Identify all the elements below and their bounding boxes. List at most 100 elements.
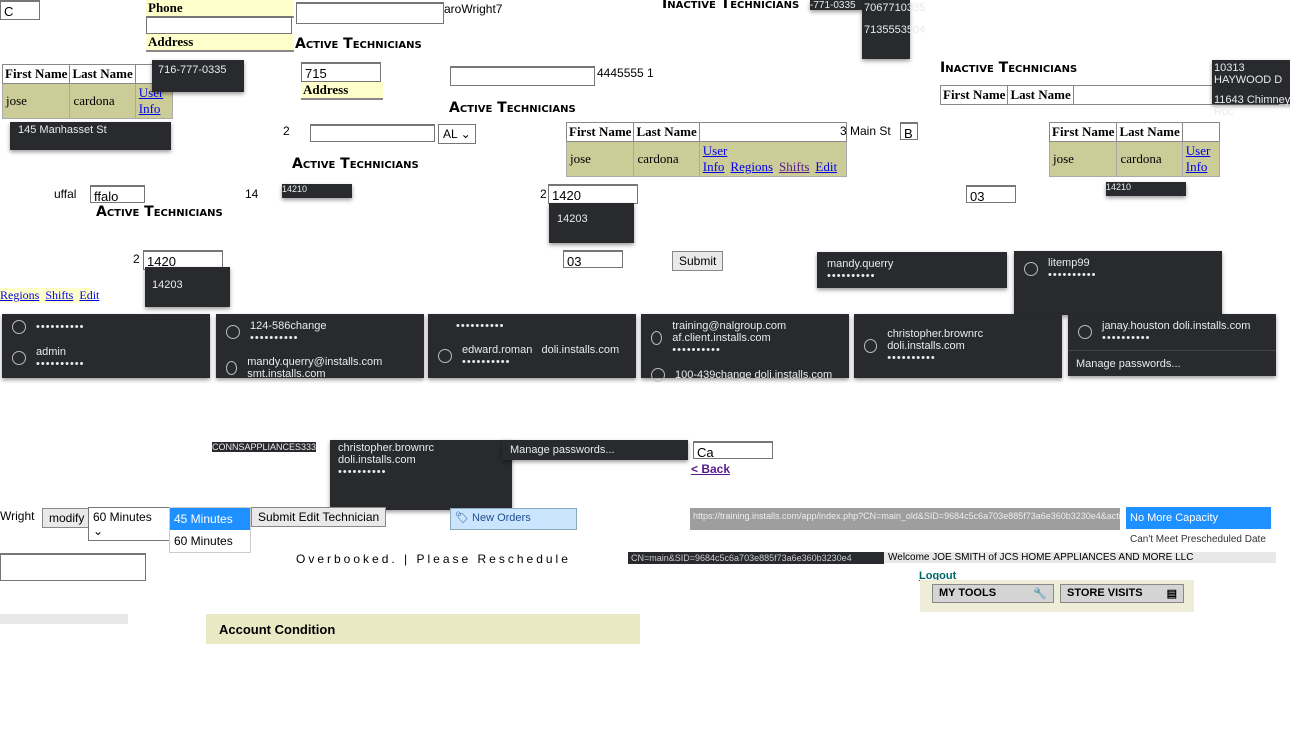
tag-icon: 🏷	[455, 512, 469, 524]
phone-input[interactable]	[146, 16, 292, 34]
zip-input[interactable]	[450, 66, 595, 86]
password-popup[interactable]: litemp99••••••••••	[1014, 251, 1222, 315]
address-suggestion[interactable]: 10313 HAYWOOD D	[1214, 62, 1283, 86]
username: christopher.brownrc	[338, 442, 434, 454]
password-entry[interactable]: janay.houston doli.installs.com•••••••••…	[1068, 314, 1276, 350]
autofill-address-list[interactable]: 10313 HAYWOOD D 11643 Chimney Roc	[1212, 60, 1290, 118]
edit-link[interactable]: Edit	[79, 288, 100, 302]
submit-button[interactable]: Submit	[672, 251, 724, 271]
shifts-link[interactable]: Shifts	[45, 288, 74, 302]
globe-icon	[226, 325, 240, 339]
password-popup[interactable]: janay.houston doli.installs.com•••••••••…	[1068, 314, 1276, 376]
password-popup[interactable]: •••••••••• edward.roman doli.installs.co…	[428, 314, 636, 378]
password-popup[interactable]: christopher.brownrc doli.installs.com•••…	[330, 440, 512, 510]
reason-option[interactable]: No More Capacity	[1126, 507, 1271, 529]
site: doli.installs.com	[754, 369, 833, 381]
password-popup[interactable]: •••••••••• admin••••••••••	[2, 314, 210, 378]
phone-suggestion[interactable]: 7067710335	[864, 2, 926, 14]
logout-link[interactable]: Logout	[919, 570, 957, 582]
user-info-link[interactable]: User Info	[702, 143, 728, 174]
text-input[interactable]: Ca	[693, 441, 773, 460]
password-entry[interactable]: ••••••••••	[2, 314, 210, 340]
password-entry[interactable]: 124-586change••••••••••	[216, 314, 424, 350]
reason-option[interactable]: Can't Meet Prescheduled Date	[1130, 534, 1266, 545]
password-entry[interactable]: christopher.brownrc doli.installs.com•••…	[854, 314, 1062, 370]
password-popup[interactable]: training@nalgroup.com af.client.installs…	[641, 314, 849, 382]
zip-input[interactable]: 1420	[548, 184, 638, 204]
duration-option[interactable]: 60 Minutes	[174, 534, 233, 548]
duration-option[interactable]: 45 Minutes	[170, 508, 250, 530]
text-input[interactable]: 03	[966, 185, 1016, 204]
back-link[interactable]: < Back	[691, 462, 731, 476]
password-popup[interactable]: christopher.brownrc doli.installs.com•••…	[854, 314, 1062, 378]
col-first-name: First Name	[1048, 122, 1118, 142]
username: training@nalgroup.com	[672, 320, 787, 332]
username: mandy.querry	[827, 258, 894, 270]
first-name-cell: jose	[1048, 141, 1118, 177]
new-orders-tab[interactable]: 🏷 New Orders	[450, 508, 577, 530]
duration-dropdown[interactable]: 45 Minutes 60 Minutes	[169, 507, 251, 553]
ghost-text: 2	[540, 187, 547, 201]
account-condition-title: Account Condition	[219, 622, 336, 637]
name-input[interactable]	[296, 2, 444, 24]
overbooked-text: Overbooked. | Please Reschedule	[296, 552, 571, 566]
zip-suggestion[interactable]: 14210	[282, 184, 352, 198]
reason-dropdown[interactable]: No More Capacity Can't Meet Prescheduled…	[1126, 507, 1271, 550]
zip-suggestion[interactable]: 14210	[1106, 182, 1186, 196]
password-entry[interactable]: training@nalgroup.com af.client.installs…	[641, 314, 849, 362]
my-tools-button[interactable]: MY TOOLS🔧	[932, 584, 1054, 603]
manage-passwords-link[interactable]: Manage passwords...	[1068, 350, 1276, 377]
password-mask: ••••••••••	[887, 352, 936, 364]
password-entry[interactable]: edward.roman doli.installs.com••••••••••	[428, 338, 636, 374]
modify-button[interactable]: modify	[42, 508, 92, 528]
password-entry[interactable]: litemp99••••••••••	[1014, 251, 1222, 287]
text-input[interactable]: 03	[563, 250, 623, 269]
autofill-phone-list[interactable]: 7067710335 7135553504	[862, 0, 926, 59]
password-mask: ••••••••••	[250, 332, 299, 344]
account-condition-header	[206, 614, 640, 644]
password-entry[interactable]: ••••••••••	[428, 314, 636, 338]
phone-input[interactable]: 715	[301, 62, 381, 82]
address-suggestion[interactable]: 11643 Chimney Roc	[1214, 94, 1290, 118]
globe-icon	[12, 351, 26, 365]
edit-link[interactable]: Edit	[815, 159, 838, 174]
ghost-text: 2	[283, 124, 290, 138]
password-popup[interactable]: mandy.querry••••••••••	[817, 252, 1007, 288]
col-first-name: First Name	[1, 64, 71, 84]
password-entry[interactable]: mandy.querry••••••••••	[817, 252, 1007, 288]
globe-icon	[1078, 325, 1092, 339]
street-input[interactable]: B	[900, 122, 918, 141]
password-entry[interactable]: admin••••••••••	[2, 340, 210, 376]
store-visits-button[interactable]: STORE VISITS▤	[1060, 584, 1184, 603]
autofill-address[interactable]: 145 Manhasset St	[10, 122, 171, 150]
username: admin	[36, 346, 66, 358]
password-entry[interactable]: 100-439change doli.installs.com	[641, 362, 849, 388]
city-input[interactable]	[310, 124, 435, 142]
zip-suggestion[interactable]: 14203	[549, 203, 634, 243]
autofill-phone[interactable]: 716-777-0335	[152, 60, 244, 92]
city-input[interactable]: ffalo	[90, 185, 145, 204]
submit-edit-technician-button[interactable]: Submit Edit Technician	[251, 507, 387, 527]
password-popup[interactable]: 124-586change•••••••••• mandy.querry@ins…	[216, 314, 424, 380]
wrench-icon: 🔧	[1033, 588, 1047, 600]
phone-suggestion[interactable]: 7135553504	[864, 24, 926, 36]
user-info-link[interactable]: User Info	[1185, 143, 1211, 174]
regions-link[interactable]: Regions	[730, 159, 774, 174]
phone-suggestion[interactable]: -771-0335	[810, 0, 862, 11]
zip-suggestion[interactable]: 14203	[145, 267, 230, 307]
street-ghost: 3 Main St	[840, 124, 891, 138]
duration-select[interactable]: 60 Minutes ⌄	[88, 507, 170, 541]
shifts-link[interactable]: Shifts	[779, 159, 810, 174]
password-entry[interactable]: mandy.querry@installs.com smt.installs.c…	[216, 350, 424, 386]
password-mask: ••••••••••	[36, 358, 85, 370]
password-mask: ••••••••••	[1048, 269, 1097, 281]
regions-link[interactable]: Regions	[0, 288, 40, 302]
state-select[interactable]: AL ⌄	[438, 124, 476, 144]
text-input[interactable]: C	[0, 0, 40, 20]
username: 100-439change	[675, 369, 752, 381]
manage-passwords-link[interactable]: Manage passwords...	[502, 440, 688, 460]
notes-textarea[interactable]	[0, 553, 146, 581]
